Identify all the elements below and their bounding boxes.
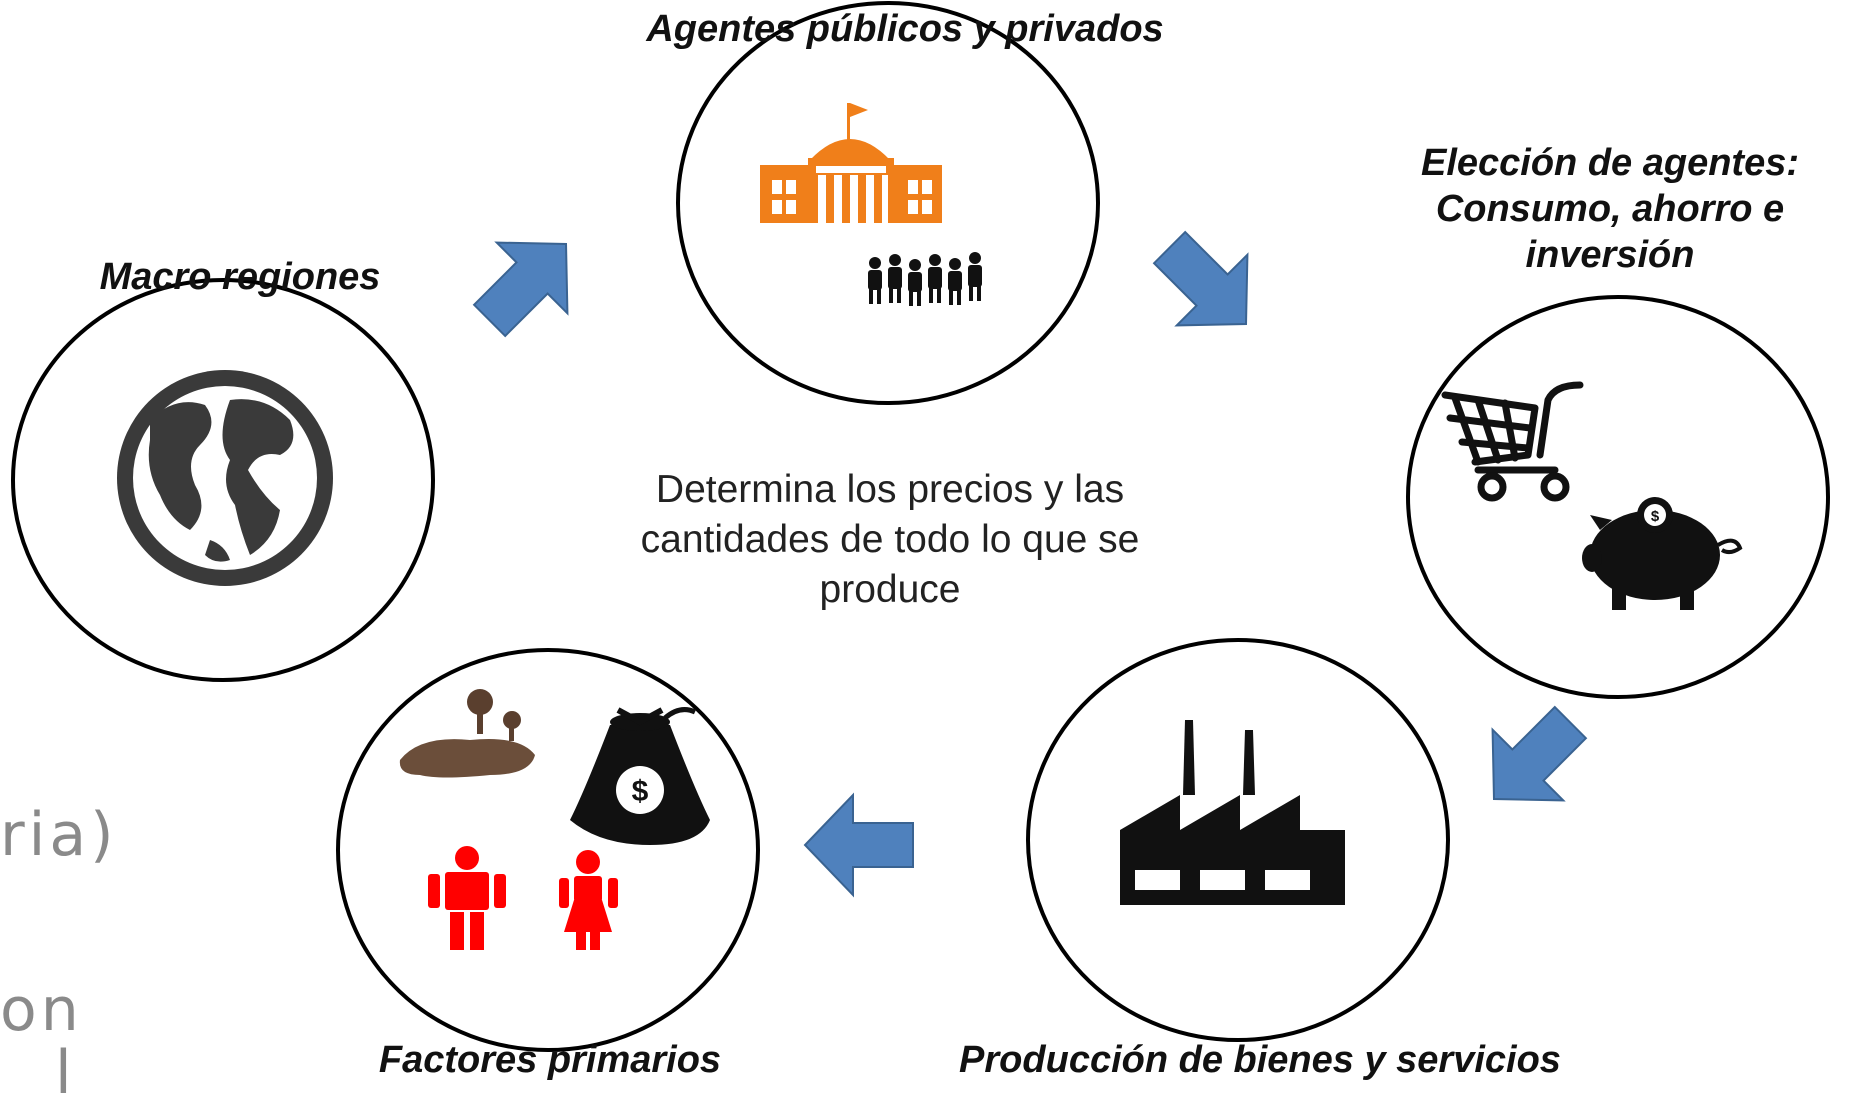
woman-icon bbox=[559, 850, 618, 950]
label-bottom-left-node: Factores primarios bbox=[378, 1039, 722, 1081]
government-building-icon bbox=[760, 103, 942, 223]
label-right-node-line-2: Consumo, ahorro e bbox=[1435, 188, 1785, 230]
shopping-cart-icon bbox=[1441, 381, 1584, 502]
label-right-node-line-3: inversión bbox=[1525, 234, 1695, 276]
piggy-bank-icon: $ bbox=[1582, 497, 1743, 610]
globe-icon bbox=[117, 370, 333, 586]
svg-text:$: $ bbox=[632, 775, 649, 808]
label-bottom-right-node: Producción de bienes y servicios bbox=[959, 1039, 1561, 1081]
land-icon bbox=[399, 689, 535, 778]
label-right-node: Elección de agentes: Consumo, ahorro e i… bbox=[1370, 140, 1850, 278]
crowd-icon bbox=[868, 252, 982, 306]
center-description-line-1: Determina los precios y las bbox=[655, 468, 1125, 511]
center-description-line-3: produce bbox=[819, 568, 961, 611]
node-circle-right bbox=[1406, 295, 1830, 699]
center-description: Determina los precios y las cantidades d… bbox=[570, 465, 1210, 615]
label-right-node-line-1: Elección de agentes: bbox=[1420, 142, 1799, 184]
arrow-right-to-bottom-right bbox=[1491, 705, 1588, 802]
diagram-canvas: $ $ bbox=[11, 1, 1830, 1052]
background-fragment-2: on bbox=[0, 975, 83, 1045]
man-icon bbox=[428, 846, 506, 950]
arrow-bottom-right-to-bottom-left bbox=[803, 792, 914, 898]
arrow-left-to-top bbox=[472, 241, 569, 338]
svg-text:$: $ bbox=[1651, 508, 1660, 525]
money-bag-icon: $ bbox=[570, 707, 710, 845]
label-top-node: Agentes públicos y privados bbox=[646, 8, 1164, 50]
arrow-top-to-right bbox=[1152, 230, 1249, 327]
factory-icon bbox=[1120, 720, 1345, 905]
center-description-line-2: cantidades de todo lo que se bbox=[640, 518, 1140, 561]
background-fragment-1: ria) bbox=[0, 800, 118, 870]
label-left-node: Macro regiones bbox=[99, 256, 381, 298]
